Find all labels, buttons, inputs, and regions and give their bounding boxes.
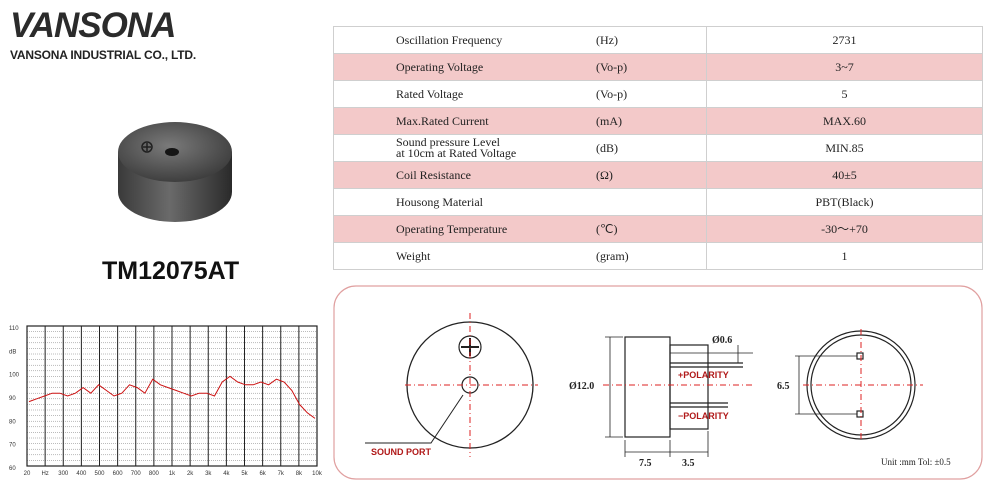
chart-x-tick: 20 <box>24 471 31 477</box>
chart-y-tick: 90 <box>9 396 16 402</box>
spec-value: 2731 <box>706 26 983 54</box>
spec-row: Weight (gram) 1 <box>333 242 983 270</box>
chart-x-tick: 8k <box>296 471 303 477</box>
spec-row: Rated Voltage (Vo-p) 5 <box>333 80 983 108</box>
chart-x-tick: 800 <box>149 471 160 477</box>
chart-y-tick: 70 <box>9 443 16 449</box>
chart-x-tick: 500 <box>94 471 105 477</box>
spec-value: 3~7 <box>706 53 983 81</box>
company-logo: VANSONA VANSONA INDUSTRIAL CO., LTD. <box>10 6 210 63</box>
chart-y-tick: 60 <box>9 466 16 472</box>
spec-value: MAX.60 <box>706 107 983 135</box>
pin-pitch-label: 6.5 <box>777 381 790 392</box>
spec-unit: (dB) <box>596 134 707 162</box>
spec-param-line2: at 10cm at Rated Voltage <box>396 146 517 160</box>
chart-x-tick: 1k <box>169 471 176 477</box>
chart-x-tick: 700 <box>131 471 142 477</box>
spec-row: Max.Rated Current (mA) MAX.60 <box>333 107 983 135</box>
chart-x-tick: 2k <box>187 471 194 477</box>
bottom-view <box>795 329 923 441</box>
spec-row: Coil Resistance (Ω) 40±5 <box>333 161 983 189</box>
sound-port-label: SOUND PORT <box>371 447 432 457</box>
logo-wordmark: VANSONA <box>10 6 176 45</box>
frequency-response-chart: 110 dB 100 90 80 70 60 20 Hz 300 400 500 600 700 800 1… <box>9 325 323 477</box>
spec-value: PBT(Black) <box>706 188 983 216</box>
chart-grid <box>26 325 318 467</box>
unit-tolerance-note: Unit :mm Tol: ±0.5 <box>881 457 951 467</box>
chart-x-tick: 7k <box>278 471 285 477</box>
spec-param: Weight <box>333 242 596 270</box>
spec-unit: (℃) <box>596 215 707 243</box>
diameter-label: Ø12.0 <box>569 381 594 392</box>
spec-row: Housong Material PBT(Black) <box>333 188 983 216</box>
chart-x-tick: Hz <box>41 471 48 477</box>
minus-polarity-label: −POLARITY <box>678 411 729 421</box>
product-model: TM12075AT <box>102 257 240 285</box>
height-label: 7.5 <box>639 458 652 469</box>
drawing-frame <box>333 285 983 480</box>
spec-row: Operating Temperature (℃) -30～+70 <box>333 215 983 243</box>
chart-x-tick: 600 <box>113 471 124 477</box>
spec-unit <box>596 188 707 216</box>
spec-value: 5 <box>706 80 983 108</box>
chart-x-tick: 4k <box>223 471 230 477</box>
chart-x-tick: 5k <box>241 471 248 477</box>
spec-param: Rated Voltage <box>333 80 596 108</box>
spec-param: Oscillation Frequency <box>333 26 596 54</box>
top-view <box>365 313 538 457</box>
side-view <box>603 336 753 457</box>
spec-row: Operating Voltage (Vo-p) 3~7 <box>333 53 983 81</box>
spec-row: Oscillation Frequency (Hz) 2731 <box>333 26 983 54</box>
spec-unit: (Vo-p) <box>596 53 707 81</box>
spec-unit: (Hz) <box>596 26 707 54</box>
chart-y-tick: dB <box>9 349 16 355</box>
spec-param: Operating Voltage <box>333 53 596 81</box>
chart-x-tick: 10k <box>312 471 323 477</box>
spec-table: Oscillation Frequency (Hz) 2731 Operatin… <box>333 26 983 270</box>
spec-param: Max.Rated Current <box>333 107 596 135</box>
pin-length-label: 3.5 <box>682 458 695 469</box>
spec-value: 40±5 <box>706 161 983 189</box>
spec-param: Coil Resistance <box>333 161 596 189</box>
spec-value: -30～+70 <box>706 215 983 243</box>
spec-param-line1: Sound pressure Level <box>396 135 500 149</box>
chart-x-tick: 6k <box>259 471 266 477</box>
spec-value: 1 <box>706 242 983 270</box>
pin-diameter-label: Ø0.6 <box>712 335 732 346</box>
plus-polarity-label: +POLARITY <box>678 370 729 380</box>
chart-x-tick: 400 <box>76 471 87 477</box>
spec-value: MIN.85 <box>706 134 983 162</box>
chart-y-tick: 110 <box>9 326 19 332</box>
chart-x-tick: 3k <box>205 471 212 477</box>
spec-param: Operating Temperature <box>333 215 596 243</box>
chart-x-ticks: 20 Hz 300 400 500 600 700 800 1k 2k 3k 4k 5k 6k 7k 8k 10… <box>24 471 323 477</box>
spec-param: Housong Material <box>333 188 596 216</box>
company-name: VANSONA INDUSTRIAL CO., LTD. <box>10 48 196 62</box>
chart-y-tick: 100 <box>9 373 20 379</box>
spec-unit: (Ω) <box>596 161 707 189</box>
buzzer-product-image <box>118 122 232 222</box>
spec-unit: (gram) <box>596 242 707 270</box>
chart-series-line <box>28 375 316 419</box>
spec-unit: (Vo-p) <box>596 80 707 108</box>
chart-y-tick: 80 <box>9 419 16 425</box>
chart-x-tick: 300 <box>58 471 69 477</box>
chart-y-ticks: 110 dB 100 90 80 70 60 <box>9 326 20 472</box>
spec-unit: (mA) <box>596 107 707 135</box>
dimension-drawing: SOUND PORT Ø12.0 Ø0.6 +POLARITY −POLARIT… <box>333 285 983 480</box>
